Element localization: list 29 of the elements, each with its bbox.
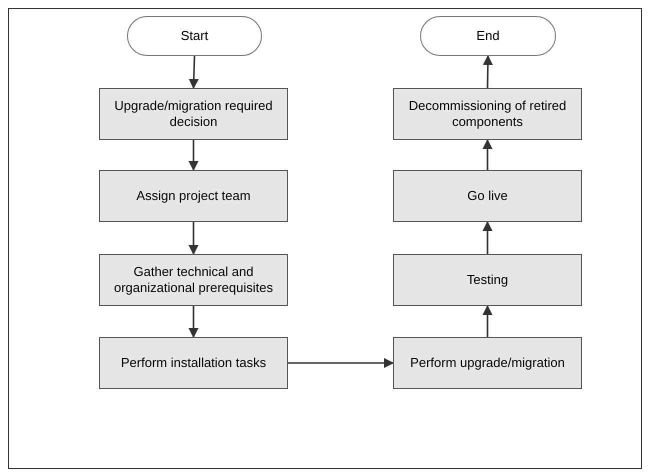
arrow bbox=[482, 305, 492, 337]
node-label: Upgrade/migration required decision bbox=[113, 98, 274, 130]
node-label: Perform installation tasks bbox=[120, 355, 266, 371]
node-label: Start bbox=[180, 28, 208, 44]
arrow bbox=[188, 140, 198, 171]
arrow bbox=[188, 56, 199, 89]
node-label: Gather technical and organizational prerequisites bbox=[113, 264, 274, 296]
arrow bbox=[288, 358, 394, 368]
node-label: Decommissioning of retired components bbox=[408, 98, 568, 130]
node-label: End bbox=[476, 28, 500, 44]
arrow bbox=[188, 306, 198, 338]
process-box bbox=[393, 88, 582, 140]
node-label: Go live bbox=[467, 188, 508, 204]
arrow bbox=[482, 221, 492, 254]
process-box bbox=[99, 88, 288, 140]
node-label: Perform upgrade/migration bbox=[410, 355, 565, 371]
node-label: Testing bbox=[466, 272, 508, 288]
terminal-pill bbox=[127, 16, 262, 56]
process-box bbox=[393, 337, 582, 389]
node-label: Assign project team bbox=[136, 188, 251, 204]
process-box bbox=[393, 254, 582, 306]
arrow bbox=[188, 222, 198, 255]
arrow bbox=[482, 139, 492, 170]
process-box bbox=[99, 254, 288, 306]
arrow bbox=[482, 55, 493, 88]
process-box bbox=[99, 337, 288, 389]
process-box bbox=[393, 170, 582, 222]
process-box bbox=[99, 170, 288, 222]
terminal-pill bbox=[420, 16, 556, 56]
